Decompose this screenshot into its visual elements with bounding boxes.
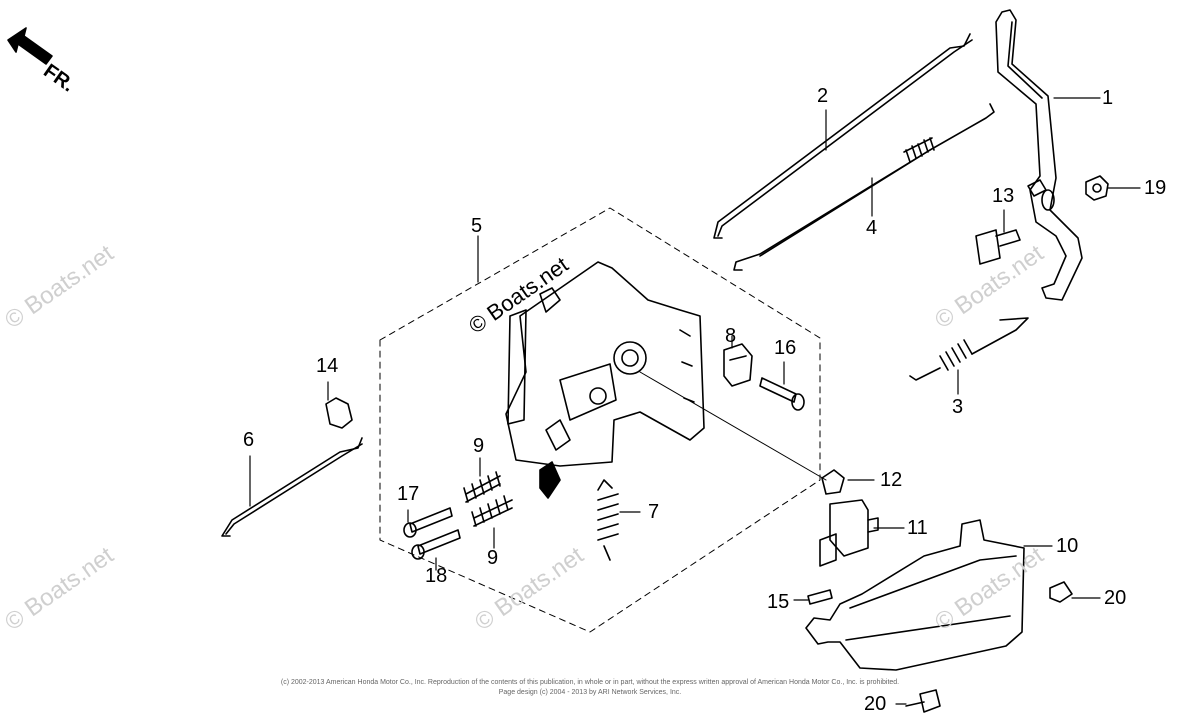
part-12-screw [639,371,845,495]
part-19-nut [1085,175,1109,201]
callout-18: 18 [425,565,448,587]
assembly-outline [379,207,821,633]
part-13-bolt [975,229,1021,265]
part-20-bolt-right [1049,581,1073,603]
callout-1: 1 [1102,87,1114,109]
page-design-line: Page design (c) 2004 - 2013 by ARI Netwo… [498,689,682,696]
callout-16: 16 [774,337,797,359]
callout-20-right: 20 [1104,587,1127,609]
part-7-spring [597,479,619,561]
part-3-spring [909,317,1029,381]
part-20-bolt-bottom [905,689,941,713]
callout-12: 12 [880,469,903,491]
callout-5: 5 [471,215,483,237]
callout-2: 2 [817,85,829,107]
callout-6: 6 [243,429,255,451]
callout-13: 13 [992,185,1015,207]
part-10-cover [805,519,1025,671]
callout-9-lower: 9 [487,547,499,569]
part-8-clip [723,343,753,387]
part-6-rod [221,437,363,537]
callout-15: 15 [767,591,790,613]
part-2-rod [713,33,973,239]
part-5-control-base [505,261,705,499]
part-9-spring-lower [471,495,513,527]
part-14-clip [325,397,353,429]
part-4-rod-spring [733,103,995,271]
callout-8: 8 [725,325,737,347]
callout-20-bottom: 20 [864,693,887,715]
callout-19: 19 [1144,177,1167,199]
callout-10: 10 [1056,535,1079,557]
part-16-screw [759,377,805,411]
callout-9-upper: 9 [473,435,485,457]
callout-11: 11 [907,517,928,539]
callout-14: 14 [316,355,339,377]
part-11-switch [819,499,879,567]
callout-7: 7 [648,501,660,523]
part-18-screw [411,529,461,560]
callout-4: 4 [866,217,878,239]
part-1-lever [995,9,1083,301]
copyright-line: (c) 2002-2013 American Honda Motor Co., … [280,679,900,686]
front-direction-arrow-icon [7,27,53,65]
part-9-spring-upper [463,471,501,503]
callout-17: 17 [397,483,420,505]
callout-3: 3 [952,396,964,418]
part-17-screw [403,507,453,538]
part-15-screw [807,589,833,605]
leader-lines [249,97,1141,705]
